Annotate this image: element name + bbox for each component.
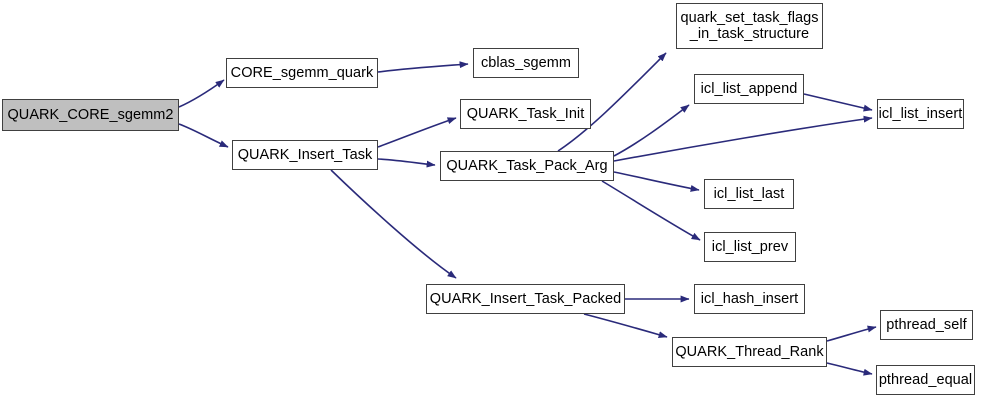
graph-node-label: pthread_equal [878, 371, 973, 388]
call-edge-n13-to-n15 [826, 362, 873, 376]
call-edge-n11-to-n13 [583, 313, 668, 339]
graph-node-label: QUARK_Task_Init [466, 105, 585, 122]
graph-node-label: icl_list_insert [878, 105, 963, 122]
graph-node-label: QUARK_Insert_Task [237, 146, 373, 163]
call-edge-n2-to-n5 [377, 158, 436, 168]
graph-node-label: QUARK_CORE_sgemm2 [7, 106, 174, 123]
graph-node-n11[interactable]: QUARK_Insert_Task_Packed [426, 284, 625, 314]
call-edge-n5-to-n9 [613, 171, 700, 192]
graph-node-n3[interactable]: cblas_sgemm [473, 48, 579, 78]
graph-node-label: QUARK_Insert_Task_Packed [429, 290, 622, 307]
graph-node-label: icl_list_append [700, 80, 798, 97]
call-edge-n13-to-n14 [826, 325, 877, 342]
graph-node-label: icl_list_prev [711, 238, 789, 255]
call-edge-n0-to-n2 [178, 123, 229, 148]
graph-node-n7[interactable]: icl_list_append [694, 74, 804, 104]
graph-node-label: pthread_self [886, 316, 967, 333]
graph-node-label: CORE_sgemm_quark [230, 64, 374, 81]
graph-node-n14[interactable]: pthread_self [880, 310, 973, 340]
call-edge-n0-to-n1 [178, 79, 225, 108]
graph-node-label: icl_list_last [713, 185, 785, 202]
call-edge-n5-to-n7 [613, 104, 690, 157]
graph-node-label: cblas_sgemm [481, 54, 571, 71]
graph-node-n15[interactable]: pthread_equal [876, 365, 975, 395]
graph-node-n13[interactable]: QUARK_Thread_Rank [672, 337, 827, 367]
graph-node-label: QUARK_Thread_Rank [675, 343, 824, 360]
graph-node-n5[interactable]: QUARK_Task_Pack_Arg [440, 151, 614, 181]
graph-node-n10[interactable]: icl_list_prev [704, 232, 796, 262]
call-edge-n5-to-n10 [601, 180, 701, 241]
graph-node-n0[interactable]: QUARK_CORE_sgemm2 [2, 99, 179, 131]
call-edge-n2-to-n11 [330, 169, 457, 279]
graph-node-n9[interactable]: icl_list_last [704, 179, 794, 209]
call-edge-n5-to-n8 [613, 115, 873, 162]
call-edge-n1-to-n3 [377, 61, 469, 73]
graph-node-n4[interactable]: QUARK_Task_Init [460, 99, 591, 129]
graph-node-n2[interactable]: QUARK_Insert_Task [232, 140, 378, 170]
call-edge-n7-to-n8 [803, 93, 873, 112]
graph-node-n12[interactable]: icl_hash_insert [694, 284, 805, 314]
graph-node-label: quark_set_task_flags _in_task_structure [680, 9, 819, 42]
call-edge-n2-to-n4 [377, 117, 457, 148]
graph-node-label: icl_hash_insert [700, 290, 799, 307]
graph-node-label: QUARK_Task_Pack_Arg [446, 157, 608, 174]
graph-node-n8[interactable]: icl_list_insert [877, 99, 964, 129]
graph-node-n1[interactable]: CORE_sgemm_quark [226, 58, 378, 88]
graph-node-n6[interactable]: quark_set_task_flags _in_task_structure [676, 3, 823, 49]
